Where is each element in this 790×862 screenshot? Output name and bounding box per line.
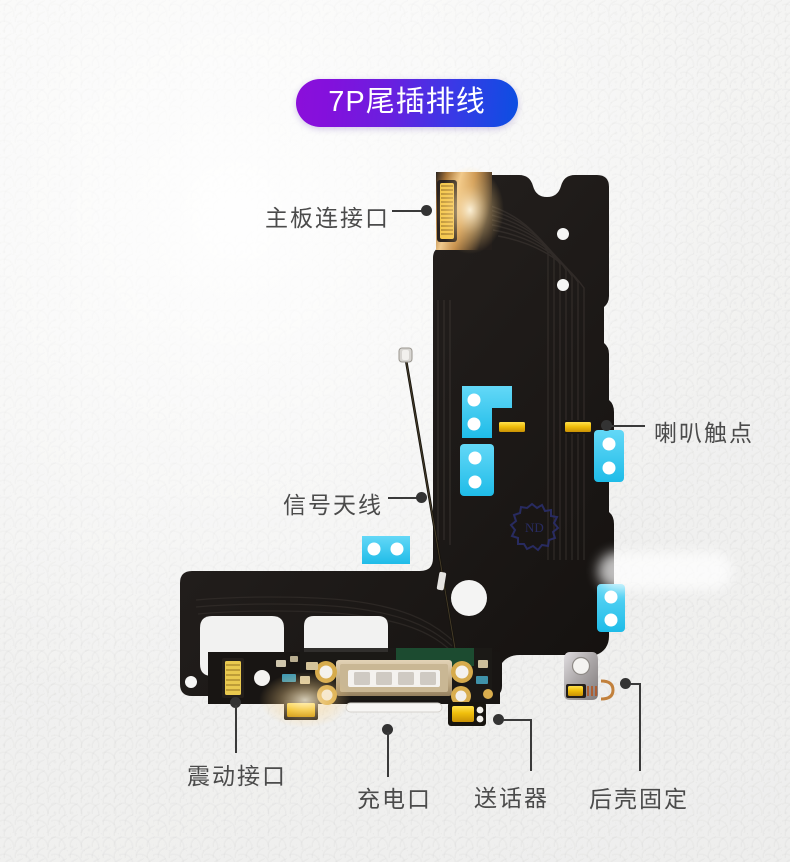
microphone-module (448, 702, 486, 726)
callout-label-charging-port: 充电口 (357, 786, 432, 812)
screw-hole-left-a (185, 676, 197, 688)
leader-line-speaker-contact (611, 425, 645, 427)
leader-line-rear-shell-mount-h (630, 683, 641, 685)
leader-line-charging-port (387, 732, 389, 777)
motherboard-connector-part (436, 166, 504, 254)
leader-line-signal-antenna (388, 497, 422, 499)
adhesive-tabs (362, 386, 625, 632)
screw-hole-upper (557, 279, 569, 291)
callout-label-rear-shell-mount: 后壳固定 (589, 786, 689, 812)
svg-text:ND: ND (525, 520, 544, 535)
charging-port-assembly (208, 648, 500, 728)
leader-dot-charging-port (382, 724, 393, 735)
leader-dot-rear-shell-mount (620, 678, 631, 689)
leader-line-vibration-connector (235, 705, 237, 753)
callout-label-microphone: 送话器 (474, 785, 549, 811)
adhesive-tab-lower-right (597, 584, 625, 632)
board-hole-large (451, 580, 487, 616)
leader-dot-microphone (493, 714, 504, 725)
title-badge: 7P尾插排线 (296, 79, 518, 127)
leader-dot-motherboard-connector (421, 205, 432, 216)
rear-shell-mount-part (564, 652, 615, 701)
speaker-pad-right (565, 422, 591, 432)
watermark-smudge (598, 552, 733, 590)
title-badge-label: 7P尾插排线 (328, 86, 486, 118)
vibration-connector-part (222, 658, 270, 698)
adhesive-tab-mid-right (594, 430, 624, 482)
adhesive-tab-mid-left (460, 444, 494, 496)
flex-board-body (180, 175, 614, 696)
leader-line-rear-shell-mount-v (639, 683, 641, 771)
callout-label-vibration-connector: 震动接口 (187, 763, 287, 789)
antenna-connector-head (398, 347, 413, 363)
leader-dot-signal-antenna (416, 492, 427, 503)
factory-stamp: ND (509, 502, 560, 552)
speaker-contact-pads (497, 420, 593, 434)
speaker-pad-left (499, 422, 525, 432)
leader-line-microphone-h (503, 719, 532, 721)
leader-line-microphone-v (530, 719, 532, 771)
screw-hole-top (557, 228, 569, 240)
callout-label-signal-antenna: 信号天线 (283, 492, 383, 518)
lightning-connector (336, 660, 452, 713)
leader-dot-speaker-contact (601, 420, 612, 431)
callout-label-motherboard-connector: 主板连接口 (265, 205, 390, 231)
leader-line-motherboard-connector (392, 210, 428, 212)
leader-dot-vibration-connector (230, 697, 241, 708)
callout-label-speaker-contact: 喇叭触点 (654, 420, 754, 446)
